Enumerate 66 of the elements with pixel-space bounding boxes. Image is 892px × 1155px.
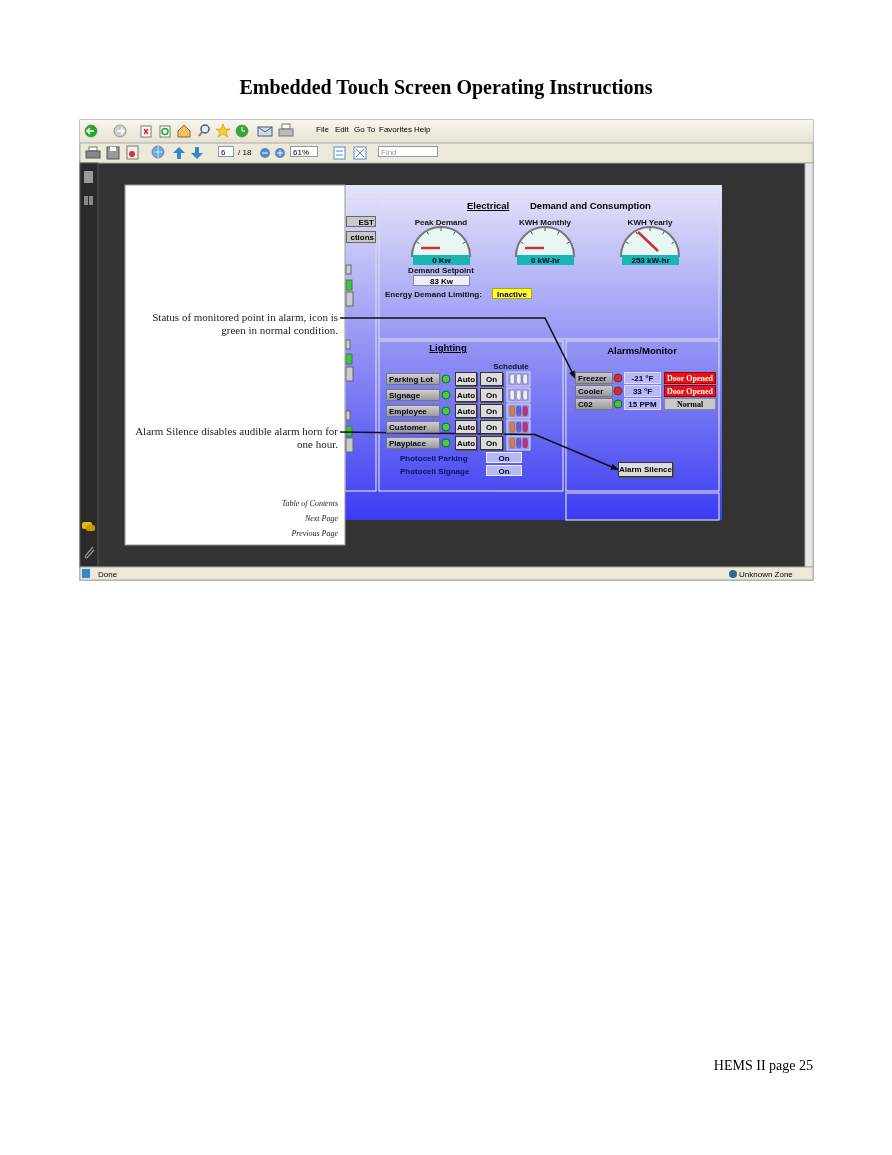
- zone-label: Playplace: [386, 437, 440, 449]
- gauge-label: Schedule: [492, 362, 530, 371]
- toolbar-field: Find: [378, 146, 438, 157]
- alarm-status: Normal: [664, 398, 716, 410]
- gauge-label: KWH Yearly: [626, 218, 674, 227]
- mode-button: On: [480, 436, 503, 450]
- menu-item: File: [316, 125, 329, 134]
- setpoint-field: 83 Kw: [413, 275, 470, 286]
- reading-field: 33 °F: [624, 385, 661, 397]
- reading-field: 15 PPM: [624, 398, 661, 410]
- gauge-value: 0 kW-hr: [517, 255, 574, 265]
- status-field: On: [486, 452, 522, 463]
- leader-line: [339, 431, 619, 471]
- mode-button: Auto: [455, 372, 477, 386]
- alarm-silence-button: Alarm Silence: [618, 462, 673, 477]
- point-label: Cooler: [575, 385, 613, 397]
- menu-item: Help: [414, 125, 431, 134]
- nav-link: Table of Contents: [280, 499, 338, 508]
- callout-text: Status of monitored point in alarm, icon is green in normal condition.: [146, 311, 338, 338]
- mode-button: Auto: [455, 404, 477, 418]
- toolbar-field: 61%: [290, 146, 318, 157]
- alarm-status: Door Opened: [664, 372, 716, 384]
- menu-item: Edit: [335, 125, 349, 134]
- field-label: Demand Setpoint: [407, 266, 475, 275]
- mode-button: On: [480, 420, 503, 434]
- mode-button: On: [480, 372, 503, 386]
- mode-button: On: [480, 388, 503, 402]
- status-text: Done: [98, 570, 118, 579]
- panel-heading: Lighting: [428, 342, 468, 353]
- gauge-value: 0 Kw: [413, 255, 470, 265]
- field-label: Energy Demand Limiting:: [385, 290, 482, 299]
- menu-item: Go To: [354, 125, 376, 134]
- callout-text: Alarm Silence disables audible alarm horn for one hour.: [130, 425, 338, 452]
- alarm-status: Door Opened: [664, 385, 716, 397]
- mode-button: Auto: [455, 436, 477, 450]
- zone-label: Signage: [386, 389, 440, 401]
- menu-item: Favorites: [379, 125, 412, 134]
- status-text: Unknown Zone: [739, 570, 793, 579]
- page-footer: HEMS II page 25: [513, 1058, 813, 1074]
- field-label: Photocell Signage: [400, 467, 470, 476]
- panel-button: EST: [346, 216, 376, 227]
- panel-button: ctions: [346, 231, 376, 243]
- zone-label: Employee: [386, 405, 440, 417]
- leader-line: [339, 317, 576, 379]
- panel-heading: Alarms/Monitor: [606, 345, 678, 356]
- gauge-label: Peak Demand: [413, 218, 469, 227]
- menu-item: / 18: [238, 148, 252, 157]
- mode-button: On: [480, 404, 503, 418]
- panel-heading: Demand and Consumption: [530, 200, 651, 211]
- nav-link: Next Page: [303, 514, 338, 523]
- status-field: On: [486, 465, 522, 476]
- status-indicator: Inactive: [492, 288, 532, 299]
- point-label: Freezer: [575, 372, 613, 384]
- mode-button: Auto: [455, 388, 477, 402]
- gauge-label: KWH Monthly: [518, 218, 572, 227]
- field-label: Photocell Parking: [400, 454, 468, 463]
- gauge-value: 253 kW-hr: [622, 255, 679, 265]
- point-label: C02: [575, 398, 613, 410]
- panel-heading: Electrical: [467, 200, 510, 211]
- mode-button: Auto: [455, 420, 477, 434]
- page-title: Embedded Touch Screen Operating Instructions: [238, 76, 654, 99]
- zone-label: Customer: [386, 421, 440, 433]
- zone-label: Parking Lot: [386, 373, 440, 385]
- toolbar-field: 6: [218, 146, 234, 157]
- reading-field: -21 °F: [624, 372, 661, 384]
- nav-link: Previous Page: [290, 529, 338, 538]
